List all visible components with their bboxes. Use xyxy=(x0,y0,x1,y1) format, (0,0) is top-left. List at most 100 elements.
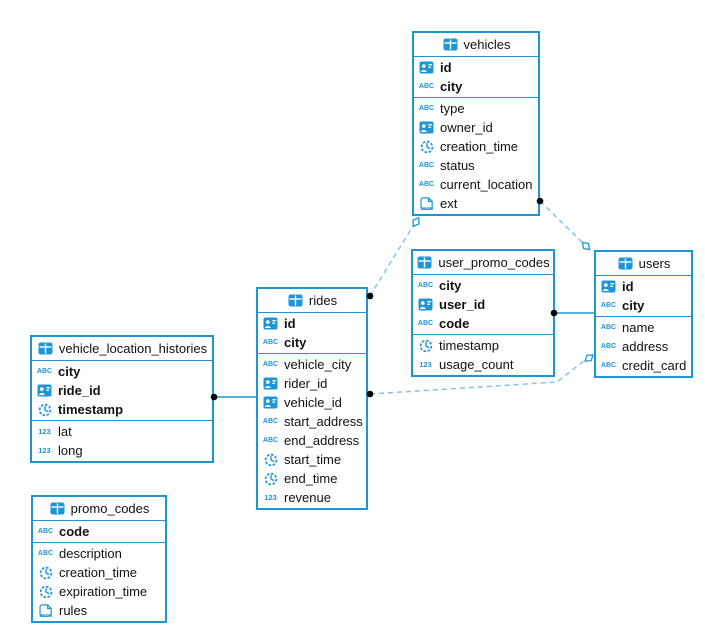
field-name: long xyxy=(58,443,83,458)
number-type-icon: 123 xyxy=(38,427,51,436)
table-header[interactable]: vehicle_location_histories xyxy=(32,337,212,361)
id-card-icon xyxy=(262,377,279,390)
text-type-icon: ABC xyxy=(37,550,54,557)
field-row[interactable]: owner_id xyxy=(414,118,538,137)
field-name: city xyxy=(622,298,645,313)
key-field-row[interactable]: timestamp xyxy=(32,400,212,419)
table-header[interactable]: promo_codes xyxy=(33,497,165,521)
field-name: status xyxy=(440,158,475,173)
field-name: rules xyxy=(59,603,88,618)
field-row[interactable]: rider_id xyxy=(258,374,366,393)
table-icon xyxy=(617,257,634,270)
text-type-icon: ABC xyxy=(600,302,617,309)
table-icon xyxy=(416,256,433,269)
table-name: rides xyxy=(308,293,338,308)
id-card-icon xyxy=(36,384,53,397)
svg-text:JSON: JSON xyxy=(39,613,52,618)
field-row[interactable]: creation_time xyxy=(414,137,538,156)
key-field-row[interactable]: id xyxy=(414,58,538,77)
field-row[interactable]: creation_time xyxy=(33,563,165,582)
relation-user_promo_codes-users[interactable] xyxy=(550,309,594,317)
field-row[interactable]: 123 long xyxy=(32,441,212,460)
key-field-row[interactable]: user_id xyxy=(413,295,553,314)
number-type-icon: 123 xyxy=(38,446,51,455)
field-row[interactable]: JSON ext xyxy=(414,194,538,213)
field-name: start_address xyxy=(284,414,363,429)
id-card-icon xyxy=(418,121,435,134)
text-type-icon: ABC xyxy=(600,362,617,369)
timestamp-icon xyxy=(418,140,435,154)
field-row[interactable]: JSON rules xyxy=(33,601,165,620)
field-name: city xyxy=(439,278,462,293)
field-name: ext xyxy=(440,196,458,211)
field-row[interactable]: start_time xyxy=(258,450,366,469)
field-name: ride_id xyxy=(58,383,101,398)
key-field-row[interactable]: ABC city xyxy=(413,276,553,295)
key-field-row[interactable]: id xyxy=(596,277,691,296)
svg-text:JSON: JSON xyxy=(420,206,433,211)
field-name: description xyxy=(59,546,122,561)
table-header[interactable]: rides xyxy=(258,289,366,313)
field-row[interactable]: expiration_time xyxy=(33,582,165,601)
table-header[interactable]: user_promo_codes xyxy=(413,251,553,275)
id-card-icon xyxy=(417,298,434,311)
key-field-row[interactable]: ABC city xyxy=(596,296,691,315)
field-row[interactable]: end_time xyxy=(258,469,366,488)
field-row[interactable]: timestamp xyxy=(413,336,553,355)
id-card-icon xyxy=(418,61,435,74)
field-row[interactable]: ABC description xyxy=(33,544,165,563)
field-name: code xyxy=(439,316,470,331)
field-name: vehicle_city xyxy=(284,357,352,372)
field-name: city xyxy=(284,335,307,350)
field-name: id xyxy=(284,316,296,331)
relation-vehicle_location_histories-rides[interactable] xyxy=(210,393,256,401)
key-field-row[interactable]: ride_id xyxy=(32,381,212,400)
table-name: promo_codes xyxy=(70,501,150,516)
text-type-icon: ABC xyxy=(600,324,617,331)
field-name: revenue xyxy=(284,490,331,505)
timestamp-icon xyxy=(37,566,54,580)
table-header[interactable]: users xyxy=(596,252,691,276)
text-type-icon: ABC xyxy=(417,282,434,289)
field-name: address xyxy=(622,339,669,354)
field-name: current_location xyxy=(440,177,533,192)
table-header[interactable]: vehicles xyxy=(414,33,538,57)
relation-vehicles-users[interactable] xyxy=(536,197,592,252)
timestamp-icon xyxy=(262,472,279,486)
field-row[interactable]: vehicle_id xyxy=(258,393,366,412)
table-name: vehicle_location_histories xyxy=(58,341,208,356)
table-name: vehicles xyxy=(463,37,511,52)
table-icon xyxy=(287,294,304,307)
key-field-row[interactable]: id xyxy=(258,314,366,333)
